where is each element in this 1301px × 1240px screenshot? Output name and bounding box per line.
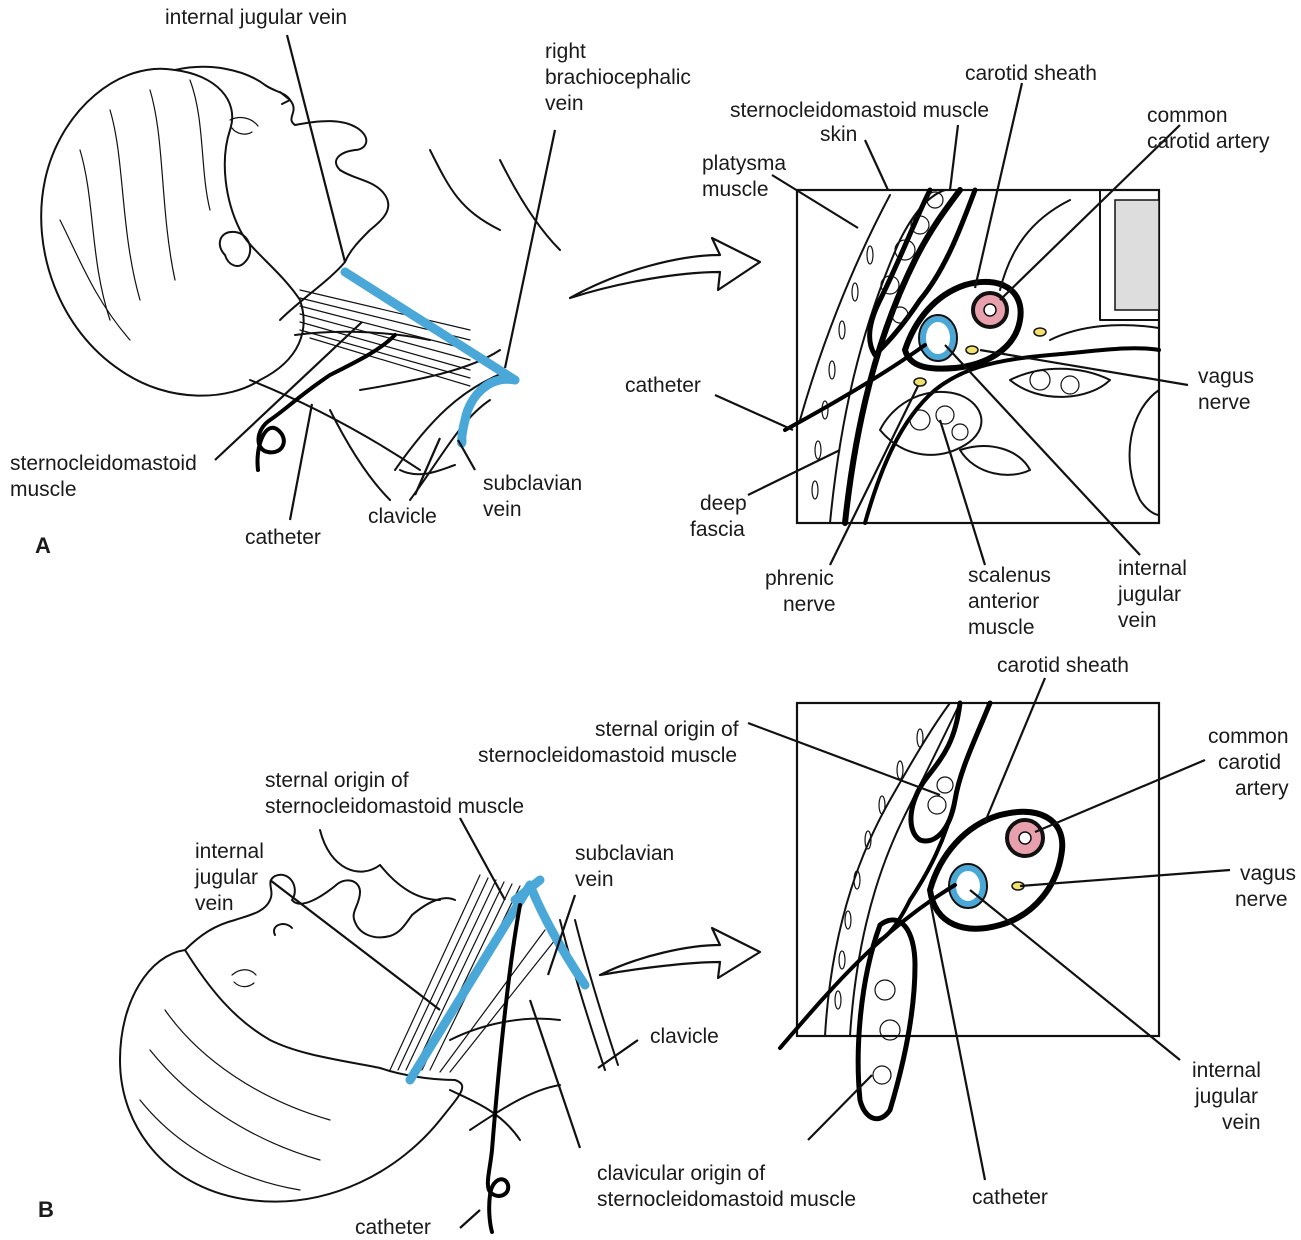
label-internal-jugular-vein-section-a: internal jugular vein	[1117, 557, 1193, 632]
phrenic-nerve-a	[914, 378, 926, 386]
subclavian-vein-b	[530, 885, 585, 985]
label-catheter-b: catheter	[355, 1216, 431, 1239]
label-skin-a: skin	[820, 123, 857, 146]
clavicle-b	[560, 920, 618, 1070]
panel-b-cross-section	[780, 703, 1159, 1119]
vagus-nerve-a	[966, 346, 978, 354]
label-vagus-nerve-b: vagus nerve	[1235, 862, 1301, 911]
arrow-a	[570, 238, 760, 298]
label-carotid-sheath-b: carotid sheath	[997, 654, 1129, 677]
label-internal-jugular-vein-section-b: internal jugular vein	[1192, 1059, 1267, 1134]
label-phrenic-nerve-a: phrenic nerve	[765, 567, 840, 616]
panel-b-labels: sternal origin of sternocleidomastoid mu…	[38, 769, 856, 1239]
internal-jugular-vein-a	[345, 272, 515, 380]
label-clavicle-b: clavicle	[650, 1025, 719, 1048]
label-catheter-a: catheter	[245, 526, 321, 549]
label-sternal-origin-section-b: sternal origin of sternocleidomastoid mu…	[478, 718, 744, 767]
label-common-carotid-artery-a: common carotid artery	[1147, 104, 1270, 153]
panel-a-illustration	[41, 67, 560, 500]
panel-b-illustration	[120, 830, 618, 1232]
label-internal-jugular-vein-a: internal jugular vein	[165, 6, 347, 29]
ear-a	[220, 232, 250, 266]
label-clavicle-a: clavicle	[368, 505, 437, 528]
panel-a-cross-section	[785, 190, 1159, 523]
subclavian-vein-a	[462, 379, 515, 443]
panel-letter-b: B	[38, 1197, 54, 1222]
internal-jugular-vein-section-a	[923, 319, 953, 357]
label-scalenus-anterior-muscle-a: scalenus anterior muscle	[968, 564, 1057, 639]
head-hair-a	[41, 69, 303, 396]
label-vagus-nerve-a: vagus nerve	[1198, 365, 1260, 414]
arrow-b	[600, 928, 760, 978]
label-subclavian-vein-a: subclavian vein	[483, 472, 588, 521]
label-sternocleidomastoid-muscle-a: sternocleidomastoid muscle	[10, 452, 203, 501]
label-catheter-section-a: catheter	[625, 374, 701, 397]
label-deep-fascia-a: deep fascia	[690, 492, 753, 541]
label-internal-jugular-vein-b: internal jugular vein	[194, 840, 270, 915]
label-sternal-origin-b: sternal origin of sternocleidomastoid mu…	[265, 769, 524, 818]
label-sternocleidomastoid-muscle-section-a: sternocleidomastoid muscle	[730, 99, 989, 122]
label-subclavian-vein-b: subclavian vein	[575, 842, 680, 891]
label-clavicular-origin-b: clavicular origin of sternocleidomastoid…	[597, 1162, 856, 1211]
label-platysma-muscle-a: platysma muscle	[702, 152, 792, 201]
internal-jugular-vein-section-b	[953, 868, 983, 904]
label-right-brachiocephalic-vein: right brachiocephalic vein	[545, 40, 697, 115]
label-carotid-sheath-a: carotid sheath	[965, 62, 1097, 85]
panel-letter-a: A	[35, 533, 51, 558]
face-profile-a	[175, 67, 388, 262]
label-catheter-section-b: catheter	[972, 1186, 1048, 1209]
label-common-carotid-artery-b: common carotid artery	[1208, 725, 1294, 800]
hatched-structure-a	[1115, 200, 1159, 310]
internal-jugular-vein-b	[410, 885, 530, 1080]
